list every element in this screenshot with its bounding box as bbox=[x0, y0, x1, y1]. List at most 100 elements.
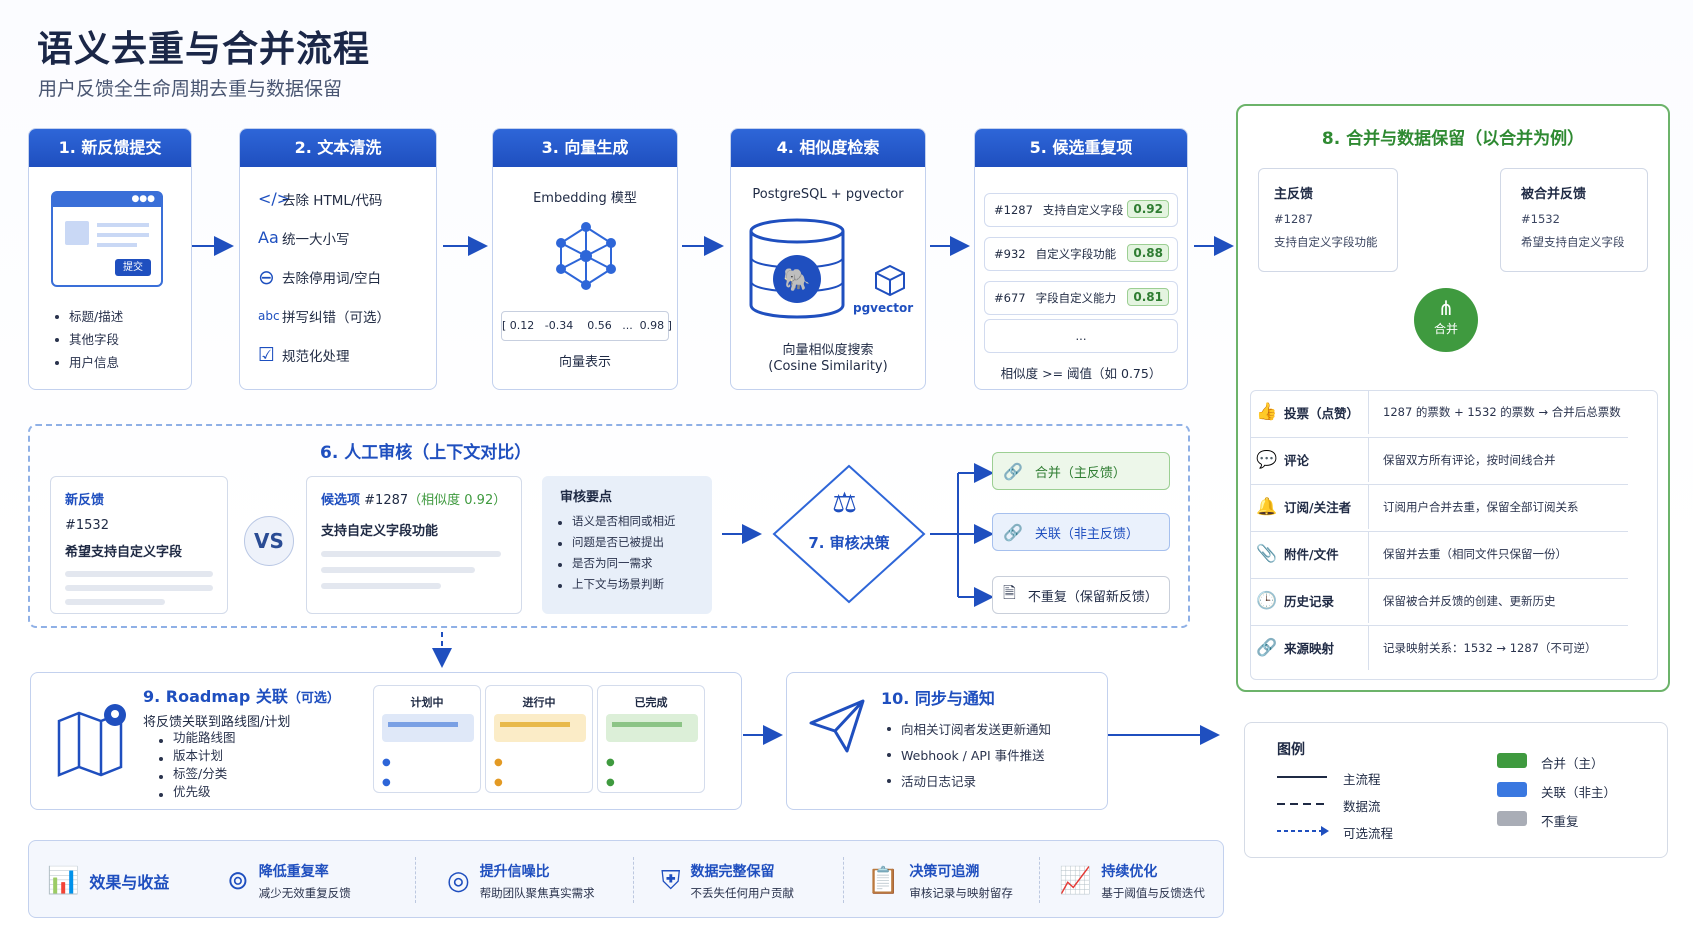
option-label: 不重复（保留新反馈） bbox=[1027, 589, 1158, 605]
row-label: 附件/文件 bbox=[1284, 547, 1339, 562]
legend: 图例 主流程 数据流 可选流程 合并（主） 关联（非主） 不重复 bbox=[1244, 722, 1668, 858]
row-label: 评论 bbox=[1284, 453, 1310, 468]
list-item: 是否为同一需求 bbox=[554, 553, 712, 574]
clipboard-icon: 📋 bbox=[867, 866, 900, 896]
vector-values: [ 0.12 -0.34 0.56 ... 0.98 ] bbox=[501, 311, 672, 341]
merged-feedback-card[interactable]: 被合并反馈 #1532 希望支持自定义字段 bbox=[1500, 168, 1648, 272]
row-label: 订阅/关注者 bbox=[1284, 500, 1352, 515]
roadmap-desc: 将反馈关联到路线图/计划 bbox=[143, 715, 291, 730]
legend-link-label: 关联（非主） bbox=[1541, 785, 1617, 800]
kanban-column-done[interactable]: 已完成 ● ● bbox=[597, 685, 705, 793]
merged-id: #1532 bbox=[1521, 212, 1560, 226]
row-label: 投票（点赞） bbox=[1284, 405, 1360, 421]
decision-merge-button[interactable]: 🔗合并（主反馈） bbox=[992, 452, 1170, 490]
outcome-title: 决策可追溯 bbox=[909, 864, 980, 880]
candidate-card[interactable]: 候选项 #1287（相似度 0.92） 支持自定义字段功能 bbox=[306, 476, 522, 614]
stage-10-title: 10. 同步与通知 bbox=[881, 689, 995, 708]
outcome-item: 📈 持续优化基于阈值与反馈迭代 bbox=[1059, 851, 1205, 911]
link-icon: 🔗 bbox=[1256, 637, 1278, 658]
legend-line-samples bbox=[1277, 776, 1329, 836]
stage-6-manual-review: 6. 人工审核（上下文对比） 新反馈 #1532 希望支持自定义字段 VS 候选… bbox=[28, 424, 1190, 628]
candidate-more: ... bbox=[984, 319, 1178, 353]
signal-icon: ◎ bbox=[447, 866, 470, 896]
stage-1-new-feedback: 1. 新反馈提交 ●●● 提交 标题/描述 其他字段 用户信息 bbox=[28, 128, 192, 390]
row-desc: 记录映射关系：1532 → 1287（不可逆） bbox=[1368, 625, 1628, 670]
candidate-id: #1287 bbox=[364, 493, 409, 508]
stage-9-title: 9. Roadmap 关联 bbox=[143, 687, 288, 706]
outcome-item: ⊚降低重复率减少无效重复反馈 bbox=[227, 851, 351, 911]
outcome-title: 持续优化 bbox=[1101, 864, 1158, 880]
review-points-title: 审核要点 bbox=[560, 490, 613, 505]
legend-swatch-none bbox=[1497, 811, 1527, 826]
chart-up-icon: 📈 bbox=[1059, 866, 1092, 896]
primary-id: #1287 bbox=[1274, 212, 1313, 226]
primary-text: 支持自定义字段功能 bbox=[1274, 235, 1378, 249]
table-row: 🕒历史记录保留被合并反馈的创建、更新历史 bbox=[1250, 578, 1628, 623]
database-icon: 🐘 bbox=[749, 218, 845, 319]
outcome-title: 降低重复率 bbox=[258, 864, 329, 880]
outcomes-title-block: 📊 效果与收益 bbox=[47, 851, 169, 911]
thumbs-up-icon: 👍 bbox=[1256, 402, 1278, 422]
list-item-label: 拼写纠错（可选） bbox=[282, 309, 390, 326]
list-item-label: 规范化处理 bbox=[282, 348, 350, 365]
score-badge: 0.92 bbox=[1127, 200, 1169, 218]
list-item: 优先级 bbox=[155, 783, 236, 801]
legend-merge-label: 合并（主） bbox=[1541, 756, 1604, 771]
stage-9-roadmap: 9. Roadmap 关联（可选） 将反馈关联到路线图/计划 功能路线图 版本计… bbox=[30, 672, 742, 810]
svg-text:🐘: 🐘 bbox=[783, 267, 810, 293]
spellcheck-icon: abc bbox=[258, 308, 280, 323]
stage-1-fields: 标题/描述 其他字段 用户信息 bbox=[51, 305, 123, 374]
legend-data-flow: 数据流 bbox=[1343, 799, 1381, 814]
chart-down-icon: ⊚ bbox=[227, 866, 249, 896]
decision-not-duplicate-button[interactable]: 🗎不重复（保留新反馈） bbox=[992, 576, 1170, 614]
kanban-column-planned[interactable]: 计划中 ● ● bbox=[373, 685, 481, 793]
outcome-desc: 不丢失任何用户贡献 bbox=[690, 886, 795, 900]
list-item: 向相关订阅者发送更新通知 bbox=[883, 717, 1051, 743]
option-label: 关联（非主反馈） bbox=[1034, 526, 1139, 542]
merge-button[interactable]: ⋔ 合并 bbox=[1414, 288, 1478, 352]
candidate-text: 自定义字段功能 bbox=[1035, 247, 1117, 261]
candidate-row[interactable]: #677 字段自定义能力 0.81 bbox=[984, 281, 1178, 315]
page-subtitle: 用户反馈全生命周期去重与数据保留 bbox=[38, 78, 343, 100]
candidate-text: 字段自定义能力 bbox=[1035, 291, 1117, 305]
decision-link-button[interactable]: 🔗关联（非主反馈） bbox=[992, 513, 1170, 551]
table-row: 📎附件/文件保留并去重（相同文件只保留一份） bbox=[1250, 531, 1628, 576]
candidate-id: #677 bbox=[994, 291, 1026, 305]
candidate-text: 支持自定义字段功能 bbox=[321, 524, 439, 539]
submit-button[interactable]: 提交 bbox=[115, 259, 151, 276]
new-feedback-label: 新反馈 bbox=[65, 493, 105, 508]
neural-network-icon bbox=[556, 222, 616, 290]
kanban-column-in-progress[interactable]: 进行中 ● ● bbox=[485, 685, 593, 793]
list-item: 其他字段 bbox=[51, 328, 123, 351]
row-desc: 保留并去重（相同文件只保留一份） bbox=[1368, 531, 1628, 576]
stage-3-vector-gen: 3. 向量生成 Embedding 模型 [ 0.12 -0.34 0.56 .… bbox=[492, 128, 678, 390]
primary-feedback-card[interactable]: 主反馈 #1287 支持自定义字段功能 bbox=[1258, 168, 1398, 272]
primary-label: 主反馈 bbox=[1274, 187, 1314, 202]
row-desc: 订阅用户合并去重，保留全部订阅关系 bbox=[1368, 484, 1628, 529]
new-feedback-text: 希望支持自定义字段 bbox=[65, 545, 183, 560]
legend-swatch-merge bbox=[1497, 753, 1527, 768]
legend-optional-flow: 可选流程 bbox=[1343, 826, 1394, 841]
list-item: ⊖去除停用词/空白 bbox=[240, 257, 436, 296]
pgvector-label: pgvector bbox=[853, 301, 914, 315]
db-name: PostgreSQL + pgvector bbox=[752, 187, 904, 202]
table-row: 👍投票（点赞）1287 的票数 + 1532 的票数 → 合并后总票数 bbox=[1250, 390, 1628, 434]
candidate-id: #932 bbox=[994, 247, 1026, 261]
column-title: 已完成 bbox=[634, 696, 668, 709]
clock-icon: 🕒 bbox=[1256, 590, 1278, 611]
outcome-desc: 基于阈值与反馈迭代 bbox=[1101, 886, 1205, 900]
merge-icon: ⋔ bbox=[1437, 296, 1455, 320]
list-item: 标题/描述 bbox=[51, 305, 123, 328]
list-item: Webhook / API 事件推送 bbox=[883, 743, 1051, 769]
option-label: 合并（主反馈） bbox=[1034, 465, 1126, 481]
stage-6-title: 6. 人工审核（上下文对比） bbox=[320, 443, 532, 463]
score-badge: 0.81 bbox=[1127, 288, 1169, 306]
new-feedback-card[interactable]: 新反馈 #1532 希望支持自定义字段 bbox=[50, 476, 228, 614]
